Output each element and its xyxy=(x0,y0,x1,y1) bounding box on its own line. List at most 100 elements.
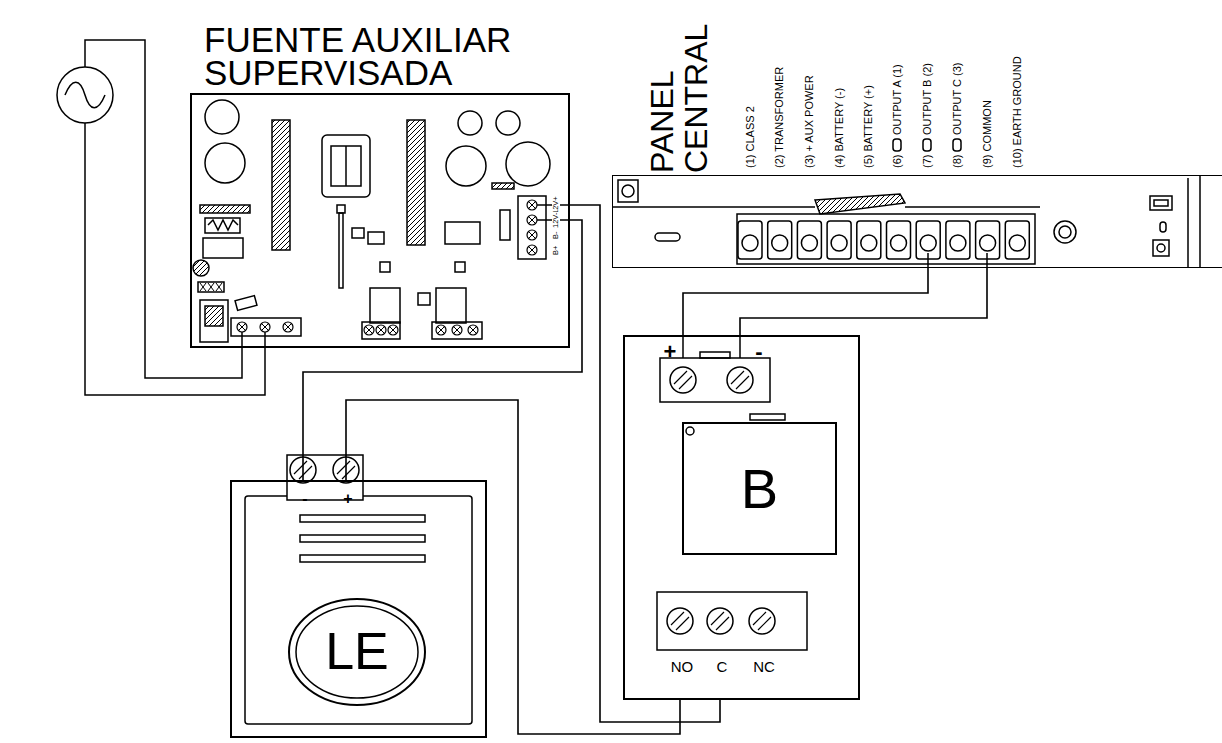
board-components xyxy=(193,260,209,276)
strobe-lens: LE xyxy=(287,597,427,707)
terminal-screws xyxy=(436,325,446,335)
panel-housing-detail xyxy=(893,139,901,151)
terminal-screws xyxy=(283,322,293,332)
terminal-label: (9) COMMON xyxy=(982,100,993,168)
relay-body: B xyxy=(682,422,837,555)
terminal-label: OUTPUT C (3) xyxy=(952,62,963,135)
terminal-label: (6) xyxy=(892,155,903,168)
terminal-label: (4) BATTERY (-) xyxy=(834,88,845,168)
panel-terminal xyxy=(1009,235,1025,251)
board-components xyxy=(231,318,301,336)
contact-name: C xyxy=(717,659,728,676)
relay-letter: B xyxy=(741,458,778,520)
terminal-label: (2) TRANSFORMER xyxy=(774,67,785,168)
board-components xyxy=(205,143,245,183)
relay-module-detail xyxy=(670,367,696,393)
terminal-label: (8) xyxy=(952,155,963,168)
board-title: FUENTE AUXILIAR SUPERVISADA xyxy=(204,23,599,90)
board-components xyxy=(496,111,520,135)
terminal-screws xyxy=(527,215,537,225)
ac-source xyxy=(57,67,113,123)
board-components xyxy=(445,222,480,244)
panel-terminal xyxy=(797,221,821,259)
panel-terminal xyxy=(827,221,851,259)
terminal-polarity: + xyxy=(343,490,352,508)
board-components xyxy=(458,111,482,135)
panel-housing-detail xyxy=(622,185,634,197)
board-components xyxy=(200,283,222,291)
panel-terminal xyxy=(1005,221,1029,259)
panel-terminal xyxy=(920,235,936,251)
relay-module-detail xyxy=(667,608,693,634)
board-components xyxy=(345,146,347,186)
contact-name: NO xyxy=(671,659,694,676)
relay-module-detail xyxy=(660,358,770,402)
terminal-label: OUTPUT A (1) xyxy=(892,64,903,135)
panel-housing-detail xyxy=(1160,222,1166,232)
panel-terminal xyxy=(738,221,762,259)
terminal-label: (10) EARTH GROUND xyxy=(1012,56,1023,168)
wire-stub xyxy=(928,253,987,268)
panel-terminal xyxy=(946,221,970,259)
relay-module-detail xyxy=(686,427,694,435)
relay-module-detail xyxy=(657,592,807,650)
contact-name: NC xyxy=(753,659,775,676)
board-components xyxy=(272,120,290,250)
board-components xyxy=(203,238,243,258)
board-components xyxy=(492,183,514,189)
terminal-label: (3) + AUX POWER xyxy=(804,75,815,168)
terminal-label: (1) CLASS 2 xyxy=(745,106,756,168)
terminal-screws xyxy=(237,322,247,332)
wire xyxy=(303,220,582,480)
board-components xyxy=(352,228,364,238)
relay-module-detail xyxy=(750,414,785,420)
terminal-screws xyxy=(527,200,537,210)
panel-terminal xyxy=(976,221,1000,259)
panel-terminal xyxy=(831,235,847,251)
strobe-siren-detail xyxy=(245,496,472,724)
board-components xyxy=(200,205,250,213)
relay-module: + - NO C NC B xyxy=(623,335,860,700)
ac-source xyxy=(57,67,113,123)
terminal-polarity: - xyxy=(755,340,762,364)
terminal-polarity: + xyxy=(664,340,677,364)
board-components xyxy=(200,300,228,342)
board-components xyxy=(432,322,482,339)
board-components xyxy=(436,288,466,323)
panel-terminal xyxy=(861,235,877,251)
terminal-screws xyxy=(468,325,478,335)
relay-module-detail xyxy=(749,608,775,634)
board-components xyxy=(193,100,550,342)
board-components xyxy=(339,213,343,288)
panel-housing-detail xyxy=(1157,244,1165,252)
terminal-label: (5) BATTERY (+) xyxy=(863,85,874,168)
panel-terminal xyxy=(801,235,817,251)
panel-housing-detail xyxy=(1059,226,1071,238)
board-components xyxy=(337,205,345,213)
board-components xyxy=(331,146,361,186)
board-components xyxy=(370,288,400,323)
panel-housing-detail xyxy=(1188,175,1200,268)
panel-housing-detail xyxy=(1154,200,1168,206)
panel-terminal xyxy=(772,235,788,251)
panel-housing-detail xyxy=(1054,221,1076,243)
strobe-siren-detail xyxy=(245,455,472,724)
panel-terminal xyxy=(857,221,881,259)
lens-outline xyxy=(296,606,418,698)
ac-source xyxy=(65,82,105,108)
panel-terminal xyxy=(742,235,758,251)
panel-housing-detail xyxy=(923,139,931,151)
board-components xyxy=(455,262,465,272)
panel-terminal xyxy=(916,221,940,259)
panel-housing-detail xyxy=(655,233,680,241)
terminal-screws xyxy=(364,325,374,335)
relay-module-detail xyxy=(707,608,733,634)
wire xyxy=(683,268,928,335)
board-components xyxy=(205,306,223,326)
relay-module-detail xyxy=(657,352,807,650)
lens-outline xyxy=(289,599,425,705)
terminal-screws xyxy=(527,230,537,240)
board-components xyxy=(235,296,257,311)
